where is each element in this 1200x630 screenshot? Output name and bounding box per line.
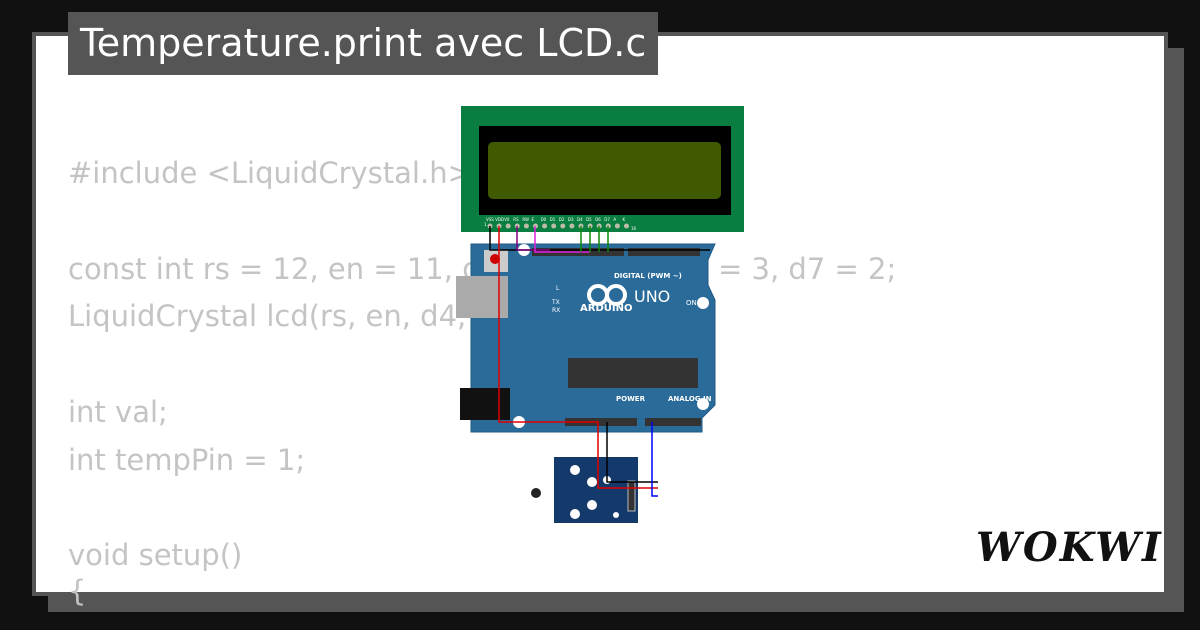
digital-header (628, 248, 700, 256)
code-line: { (68, 574, 87, 608)
code-line: #include <LiquidCrystal.h> (68, 156, 472, 190)
temperature-sensor-module[interactable] (531, 457, 638, 523)
lcd-pin-d0[interactable] (542, 223, 548, 229)
wire-gnd-sensor (606, 422, 658, 483)
microcontroller-chip (568, 358, 698, 388)
lcd-pin-k[interactable] (624, 223, 629, 229)
lcd-pin-label: A (613, 217, 616, 222)
analog-label: ANALOG IN (668, 395, 712, 403)
lcd-pin-d3[interactable] (569, 223, 575, 229)
lcd-screen (488, 142, 721, 199)
lcd-pin-first: 1 (484, 222, 487, 227)
code-line: const int rs = 12, en = 11, d (68, 252, 481, 286)
lcd-pin-v0[interactable] (505, 223, 511, 229)
wire-a0 (651, 422, 658, 497)
wire-data (580, 226, 609, 252)
lcd-pin-label: RW (522, 217, 529, 222)
code-line: int tempPin = 1; (68, 443, 306, 477)
lcd-pin-d1[interactable] (551, 223, 557, 229)
lcd-pin-label: D7 (604, 217, 610, 222)
lcd-pin-d2[interactable] (560, 223, 566, 229)
arduino-uno-board[interactable]: DIGITAL (PWM ~) ARDUINO UNO ON L TX RX P… (456, 243, 716, 433)
lcd-pin-label: D3 (568, 217, 574, 222)
power-jack (460, 388, 510, 420)
lcd-pin-label: D5 (586, 217, 592, 222)
rx-label: RX (552, 307, 560, 314)
lcd-pin-label: D0 (541, 217, 547, 222)
wire-e (534, 226, 590, 253)
brand-label: ARDUINO (580, 303, 632, 314)
tx-label: TX (551, 299, 560, 306)
lcd-pin-last: 16 (631, 226, 637, 231)
digital-label: DIGITAL (PWM ~) (614, 272, 682, 280)
circuit-diagram: DIGITAL (PWM ~) ARDUINO UNO ON L TX RX P… (456, 106, 744, 523)
lcd-pin-label: D6 (595, 217, 601, 222)
lcd-pin-label: VSS (486, 217, 494, 222)
thermistor (531, 488, 541, 498)
lcd-pin-label: D4 (577, 217, 583, 222)
lcd-pin-label: K (623, 217, 626, 222)
analog-header (645, 418, 701, 426)
model-label: UNO (634, 287, 670, 306)
lcd-pin-label: D2 (559, 217, 565, 222)
lcd-pin-label: D1 (550, 217, 556, 222)
lcd-pin-label: VDD (495, 217, 504, 222)
wire-gnd-lcd (489, 226, 710, 251)
wokwi-logo: WOKWI (976, 524, 1163, 571)
power-label: POWER (616, 395, 646, 403)
usb-port (456, 276, 508, 318)
code-fragment: = 3, d7 = 2; (718, 252, 897, 286)
page-title: Temperature.print avec LCD.c (68, 12, 659, 75)
code-line: void setup() (68, 538, 243, 572)
lcd-pin-a[interactable] (614, 223, 620, 229)
wire-5v (498, 226, 658, 489)
code-line: int val; (68, 395, 168, 429)
on-label: ON (686, 299, 697, 307)
lcd-pin-label: V0 (504, 217, 510, 222)
lcd-pin-rw[interactable] (523, 223, 529, 229)
reset-button[interactable] (490, 254, 500, 264)
l-led-label: L (556, 285, 560, 292)
wire-rs (516, 226, 550, 251)
lcd-pin-label: RS (513, 217, 519, 222)
code-line: LiquidCrystal lcd(rs, en, d4, (68, 299, 467, 333)
lcd-pin-label: E (532, 217, 535, 222)
